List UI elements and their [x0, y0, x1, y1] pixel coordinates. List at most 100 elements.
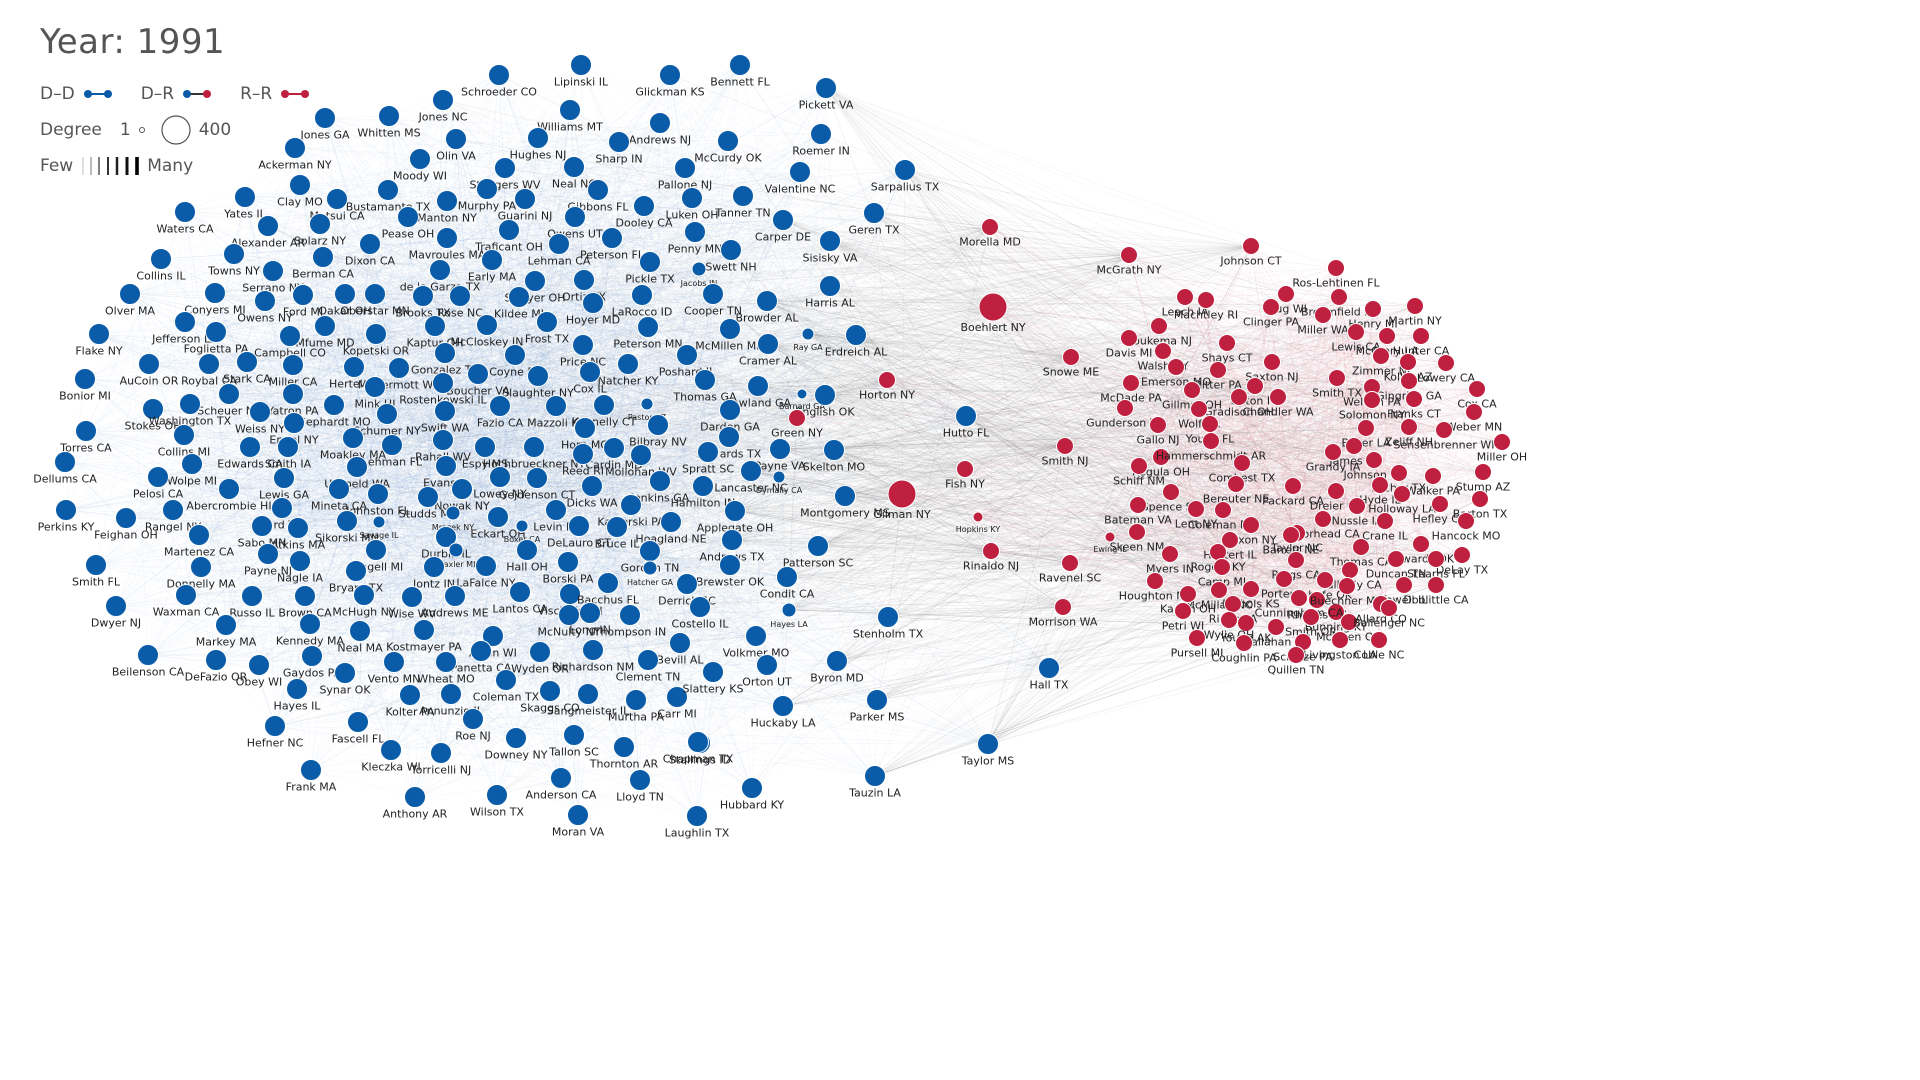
edge — [434, 325, 446, 412]
edge — [267, 225, 361, 632]
edge — [324, 325, 701, 608]
edge — [299, 404, 605, 562]
edge — [338, 488, 878, 701]
edge-type-legend: D–D D–R R–R — [40, 76, 338, 112]
edge — [129, 293, 609, 584]
edge — [782, 219, 967, 417]
edge — [208, 363, 609, 584]
degree-label: Degree — [40, 120, 102, 140]
edge — [125, 447, 615, 519]
edge — [244, 196, 967, 417]
edge — [324, 117, 759, 387]
edge — [65, 140, 729, 511]
edge — [409, 200, 448, 696]
edge — [524, 198, 757, 637]
edge — [322, 99, 444, 258]
edge — [419, 158, 698, 817]
edge — [390, 576, 788, 751]
edge — [411, 596, 1050, 669]
edge — [455, 521, 672, 551]
edge — [294, 147, 409, 218]
edge — [454, 74, 500, 597]
edge — [296, 539, 733, 690]
edge — [452, 512, 571, 595]
line-weight-scale-icon — [82, 157, 140, 175]
edge — [582, 453, 733, 541]
edge — [336, 198, 681, 644]
edge — [98, 333, 571, 595]
edge — [537, 375, 706, 381]
edge — [294, 147, 605, 406]
edge — [686, 583, 698, 817]
edge — [630, 219, 784, 506]
edge — [537, 137, 585, 281]
edge — [191, 463, 846, 497]
edge — [292, 229, 510, 395]
rr-edge-icon — [281, 90, 310, 98]
edge — [445, 661, 989, 745]
edge — [486, 212, 875, 326]
legend-dd: D–D — [40, 84, 113, 104]
edge — [264, 216, 576, 302]
edge — [208, 363, 752, 472]
edge — [694, 231, 831, 287]
edge — [440, 659, 649, 754]
edge — [85, 258, 162, 432]
edge — [296, 688, 575, 736]
edge — [442, 382, 538, 479]
legend-dr: D–R — [141, 84, 212, 104]
edge — [391, 394, 826, 446]
edge — [355, 570, 498, 796]
edge — [578, 393, 803, 527]
edge — [64, 461, 276, 727]
edge — [699, 606, 790, 611]
edge — [200, 516, 499, 568]
edge — [391, 444, 570, 616]
edge — [244, 196, 346, 674]
edge — [287, 446, 361, 632]
edge — [767, 240, 831, 345]
edge — [398, 367, 1050, 669]
edge — [65, 509, 359, 723]
edge — [616, 526, 641, 781]
edge — [198, 534, 425, 631]
edge — [297, 527, 575, 736]
edge — [844, 334, 857, 497]
edge — [297, 527, 377, 551]
edge — [377, 493, 447, 538]
edge — [480, 495, 846, 652]
edge — [191, 463, 698, 817]
edge — [659, 448, 781, 482]
edge — [582, 453, 625, 748]
edge — [249, 393, 294, 448]
edge — [322, 256, 586, 429]
edge — [696, 741, 699, 817]
edge — [293, 205, 645, 424]
edge — [208, 363, 359, 723]
edge — [427, 122, 661, 498]
few-label: Few — [40, 156, 74, 176]
edge — [433, 394, 826, 568]
edge — [498, 74, 629, 365]
edge — [618, 141, 632, 506]
edge — [455, 334, 857, 551]
edge — [324, 325, 413, 598]
edge — [319, 223, 413, 598]
edge-count-legend: Few Many — [40, 148, 338, 184]
edge — [281, 352, 446, 509]
edge — [228, 393, 803, 490]
edge — [440, 476, 780, 754]
edge — [85, 216, 409, 432]
edge — [455, 109, 571, 140]
edge — [649, 476, 780, 569]
edge — [95, 140, 729, 566]
edge — [369, 243, 538, 479]
edge — [409, 343, 769, 696]
edge — [246, 137, 539, 363]
edge — [297, 496, 429, 529]
edge — [442, 99, 649, 328]
edge — [319, 223, 819, 547]
edge — [676, 696, 784, 707]
legend-dd-label: D–D — [40, 84, 75, 104]
